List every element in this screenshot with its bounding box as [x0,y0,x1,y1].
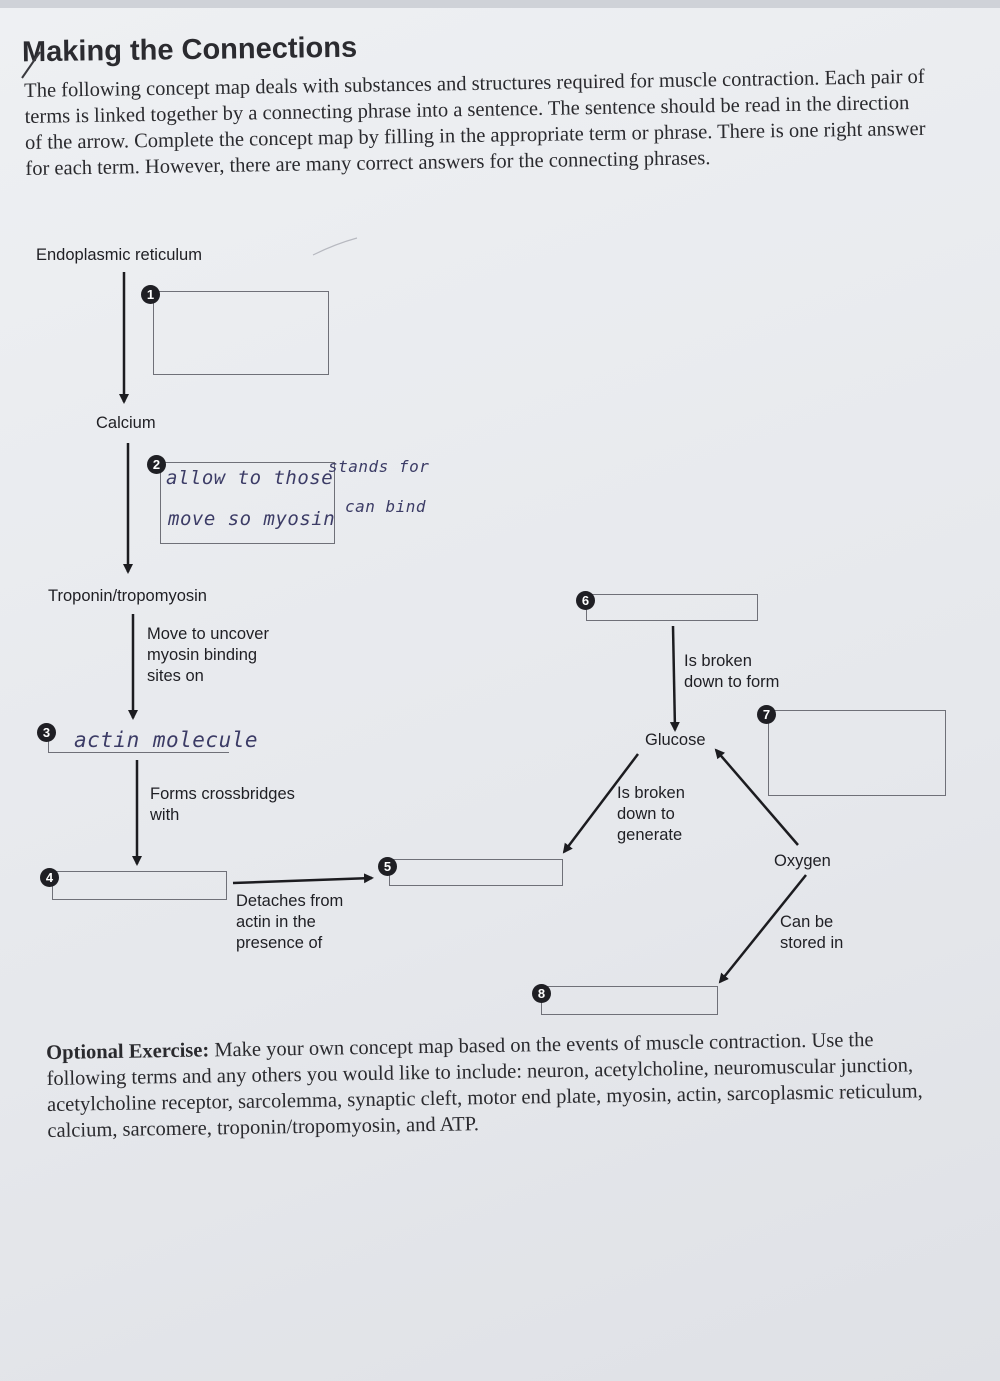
arrow-glucose-to-5 [562,753,639,854]
arrow-4-to-5 [232,873,374,885]
arrow-oxygen-to-glucose [714,748,799,846]
phrase-broken-down-to-generate: Is broken down to generate [617,784,685,844]
blank-number-5: 5 [378,857,397,876]
phrase-broken-down-to-form: Is broken down to form [684,652,780,691]
blank-number-1: 1 [141,285,160,304]
page-top-edge [0,0,1000,8]
blank-number-2: 2 [147,455,166,474]
term-troponin-tropomyosin: Troponin/tropomyosin [48,587,207,605]
optional-exercise: Optional Exercise: Make your own concept… [46,1026,953,1144]
arrow-oxygen-to-8 [718,874,807,984]
handwriting-box2-line2: move so myosin [168,508,336,530]
blank-number-7: 7 [757,705,776,724]
phrase-can-be-stored-in: Can be stored in [780,913,844,952]
blank-number-3: 3 [37,723,56,742]
blank-number-8: 8 [532,984,551,1003]
arrow-6-to-glucose [669,625,680,732]
blank-box-3[interactable] [48,736,229,753]
phrase-move-to-uncover: Move to uncover myosin binding sites on [147,625,269,685]
blank-box-6[interactable] [586,594,758,621]
blank-box-2[interactable] [160,462,335,544]
blank-box-1[interactable] [153,291,329,375]
blank-box-7[interactable] [768,710,946,796]
blank-number-4: 4 [40,868,59,887]
term-oxygen: Oxygen [774,852,831,870]
term-endoplasmic-reticulum: Endoplasmic reticulum [36,246,202,264]
pen-slash [21,51,41,79]
pencil-mark [312,237,358,256]
phrase-detaches-from: Detaches from actin in the presence of [236,892,344,952]
blank-box-8[interactable] [541,986,718,1015]
optional-exercise-label: Optional Exercise: [46,1039,210,1064]
handwriting-box2-line2-extra: can bind [345,497,427,516]
term-calcium: Calcium [96,414,156,432]
blank-box-4[interactable] [52,871,227,900]
handwriting-box3: actin molecule [74,728,259,752]
term-glucose: Glucose [645,731,706,749]
handwriting-box2-line1: allow to those [166,467,334,489]
handwriting-box2-line1-extra: stands for [328,457,430,476]
phrase-forms-crossbridges: Forms crossbridges with [150,785,295,824]
blank-box-5[interactable] [389,859,563,886]
blank-number-6: 6 [576,591,595,610]
